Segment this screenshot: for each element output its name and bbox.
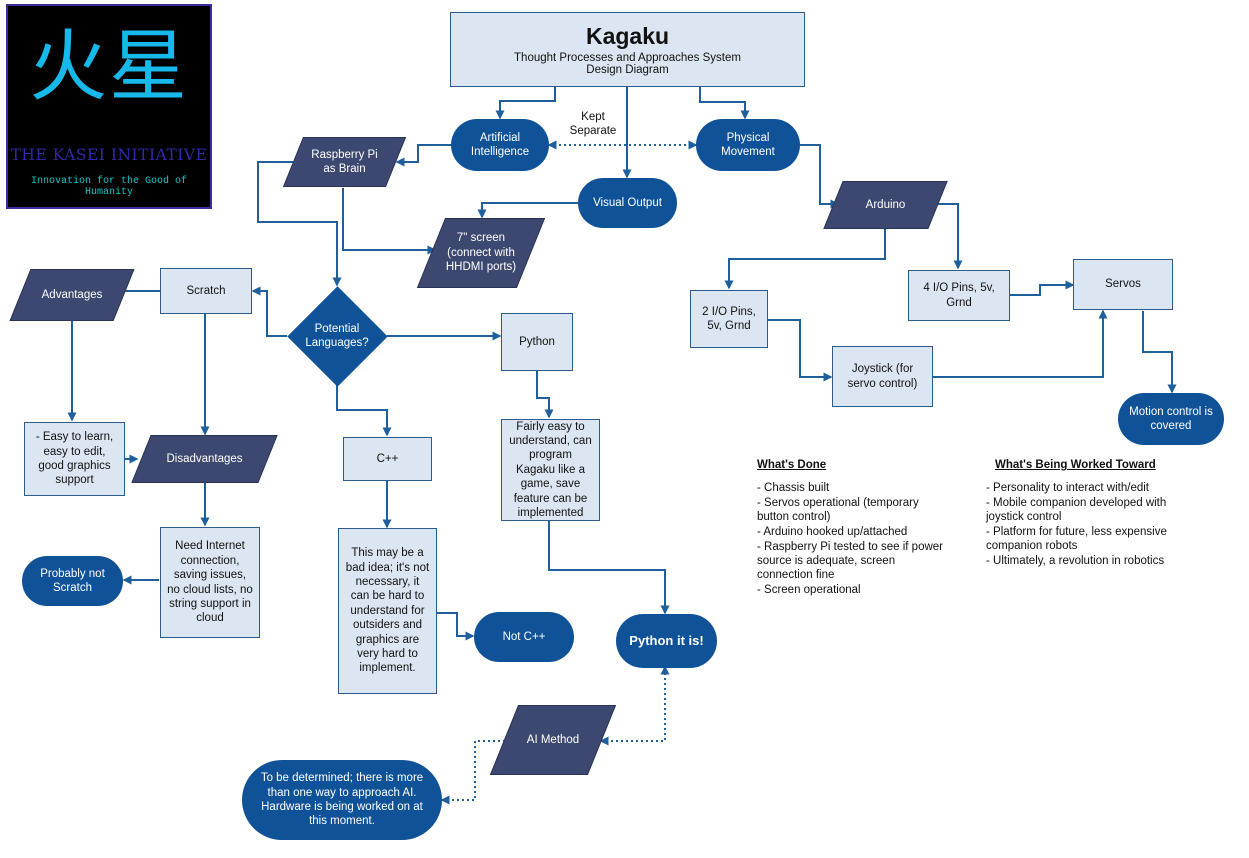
node-physical-movement: Physical Movement xyxy=(696,119,800,171)
whats-done-item: - Servos operational (temporary button c… xyxy=(757,497,919,524)
whats-done-item: - Arduino hooked up/attached xyxy=(757,526,908,539)
logo-motto: Innovation for the Good of Humanity xyxy=(30,176,188,198)
potential-languages-label: Potential Languages? xyxy=(305,322,369,349)
whats-done-heading: What's Done xyxy=(757,459,827,471)
node-potential-languages: Potential Languages? xyxy=(286,285,388,387)
disadvantages-label: Disadvantages xyxy=(166,452,243,465)
node-artificial-intelligence: Artificial Intelligence xyxy=(451,119,549,171)
diagram-subtitle-line2: Design Diagram xyxy=(586,64,669,76)
node-disadvantages: Disadvantages xyxy=(131,435,278,483)
node-to-be-determined: To be determined; there is more than one… xyxy=(242,760,442,840)
worked-toward-item: - Platform for future, less expensive co… xyxy=(986,526,1167,553)
worked-toward-section: What's Being Worked Toward - Personality… xyxy=(986,458,1186,569)
node-python: Python xyxy=(501,313,573,371)
node-4-io-pins: 4 I/O Pins, 5v, Grnd xyxy=(908,270,1010,321)
whats-done-section: What's Done - Chassis built - Servos ope… xyxy=(757,458,947,598)
node-arduino: Arduino xyxy=(823,181,948,229)
advantages-label: Advantages xyxy=(41,288,103,301)
ai-method-label: AI Method xyxy=(526,733,580,746)
label-kept-separate: Kept Separate xyxy=(569,111,617,138)
node-motion-control: Motion control is covered xyxy=(1118,393,1224,445)
diagram-title-box: Kagaku Thought Processes and Approaches … xyxy=(450,12,805,87)
node-joystick: Joystick (for servo control) xyxy=(832,346,933,407)
node-servos: Servos xyxy=(1073,259,1173,310)
node-not-cpp: Not C++ xyxy=(474,612,574,662)
worked-toward-heading: What's Being Worked Toward xyxy=(995,459,1156,471)
worked-toward-item: - Mobile companion developed with joysti… xyxy=(986,497,1167,524)
logo-org-name: THE KASEI INITIATIVE xyxy=(10,146,208,164)
kasei-initiative-logo: 火星 THE KASEI INITIATIVE Innovation for t… xyxy=(6,4,212,209)
logo-kanji: 火星 xyxy=(28,22,189,112)
screen-label: 7" screen (connect with HHDMI ports) xyxy=(445,232,517,274)
node-raspberry-pi: Raspberry Pi as Brain xyxy=(282,137,407,187)
node-python-it-is: Python it is! xyxy=(616,614,717,668)
node-2-io-pins: 2 I/O Pins, 5v, Grnd xyxy=(690,290,768,348)
node-probably-not-scratch: Probably not Scratch xyxy=(22,556,123,606)
diagram-subtitle-line1: Thought Processes and Approaches System xyxy=(514,52,741,64)
diagram-title: Kagaku xyxy=(585,23,670,49)
node-cpp-reason: This may be a bad idea; it's not necessa… xyxy=(338,528,437,694)
whats-done-item: - Raspberry Pi tested to see if power so… xyxy=(757,541,943,582)
worked-toward-item: - Personality to interact with/edit xyxy=(986,482,1149,495)
worked-toward-item: - Ultimately, a revolution in robotics xyxy=(986,555,1165,568)
whats-done-item: - Chassis built xyxy=(757,482,830,495)
node-visual-output: Visual Output xyxy=(578,178,677,228)
node-screen: 7" screen (connect with HHDMI ports) xyxy=(416,218,546,288)
arduino-label: Arduino xyxy=(865,198,906,211)
node-cpp: C++ xyxy=(343,437,432,481)
raspberry-pi-label: Raspberry Pi as Brain xyxy=(311,148,378,175)
node-scratch-advantages: - Easy to learn, easy to edit, good grap… xyxy=(24,422,125,496)
node-advantages: Advantages xyxy=(9,269,135,321)
whats-done-item: - Screen operational xyxy=(757,584,861,597)
node-python-reason: Fairly easy to understand, can program K… xyxy=(501,419,600,521)
node-scratch-disadvantages: Need Internet connection, saving issues,… xyxy=(160,527,260,638)
node-ai-method: AI Method xyxy=(489,705,617,775)
node-scratch: Scratch xyxy=(160,268,252,314)
